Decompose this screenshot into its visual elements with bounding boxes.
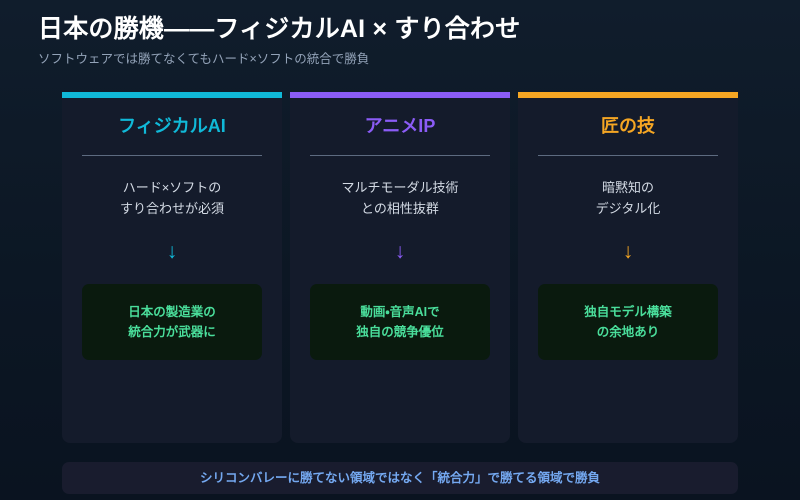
- pillar-card-row: フィジカルAI ハード×ソフトのすり合わせが必須 ↓ 日本の製造業の統合力が武器…: [62, 92, 738, 443]
- slide-header: 日本の勝機——フィジカルAI × すり合わせ ソフトウェアでは勝てなくてもハード…: [38, 14, 762, 68]
- footer-banner: シリコンバレーに勝てない領域ではなく「統合力」で勝てる領域で勝負: [62, 462, 738, 494]
- card-highlight-text: 動画・音声AIで独自の競争優位: [356, 305, 444, 340]
- card-description: ハード×ソフトのすり合わせが必須: [119, 179, 224, 217]
- page-subtitle: ソフトウェアでは勝てなくてもハード×ソフトの統合で勝負: [38, 52, 370, 67]
- card-highlight-box: 独自モデル構築の余地あり: [538, 284, 718, 361]
- arrow-down-icon: ↓: [622, 240, 634, 264]
- footer-message: シリコンバレーに勝てない領域ではなく「統合力」で勝てる領域で勝負: [199, 470, 600, 485]
- card-highlight-box: 動画・音声AIで独自の競争優位: [310, 284, 490, 361]
- card-divider: [310, 154, 490, 156]
- pillar-card-physical-ai: フィジカルAI ハード×ソフトのすり合わせが必須 ↓ 日本の製造業の統合力が武器…: [62, 92, 282, 443]
- pillar-card-takumi: 匠の技 暗黙知のデジタル化 ↓ 独自モデル構築の余地あり: [518, 92, 738, 443]
- card-title: 匠の技: [601, 116, 655, 136]
- card-title: アニメIP: [364, 116, 436, 136]
- card-highlight-text: 独自モデル構築の余地あり: [584, 305, 672, 340]
- card-divider: [538, 154, 718, 156]
- arrow-down-icon: ↓: [394, 240, 406, 264]
- card-title: フィジカルAI: [118, 116, 226, 136]
- accent-bar-orange: [518, 92, 738, 98]
- card-highlight-text: 日本の製造業の統合力が武器に: [128, 305, 216, 340]
- page-title: 日本の勝機——フィジカルAI × すり合わせ: [38, 15, 521, 43]
- accent-bar-cyan: [62, 92, 282, 98]
- card-description: 暗黙知のデジタル化: [595, 179, 661, 217]
- arrow-down-icon: ↓: [166, 240, 178, 264]
- card-highlight-box: 日本の製造業の統合力が武器に: [82, 284, 262, 361]
- accent-bar-purple: [290, 92, 510, 98]
- card-description: マルチモーダル技術との相性抜群: [341, 179, 459, 217]
- card-divider: [82, 154, 262, 156]
- pillar-card-anime-ip: アニメIP マルチモーダル技術との相性抜群 ↓ 動画・音声AIで独自の競争優位: [290, 92, 510, 443]
